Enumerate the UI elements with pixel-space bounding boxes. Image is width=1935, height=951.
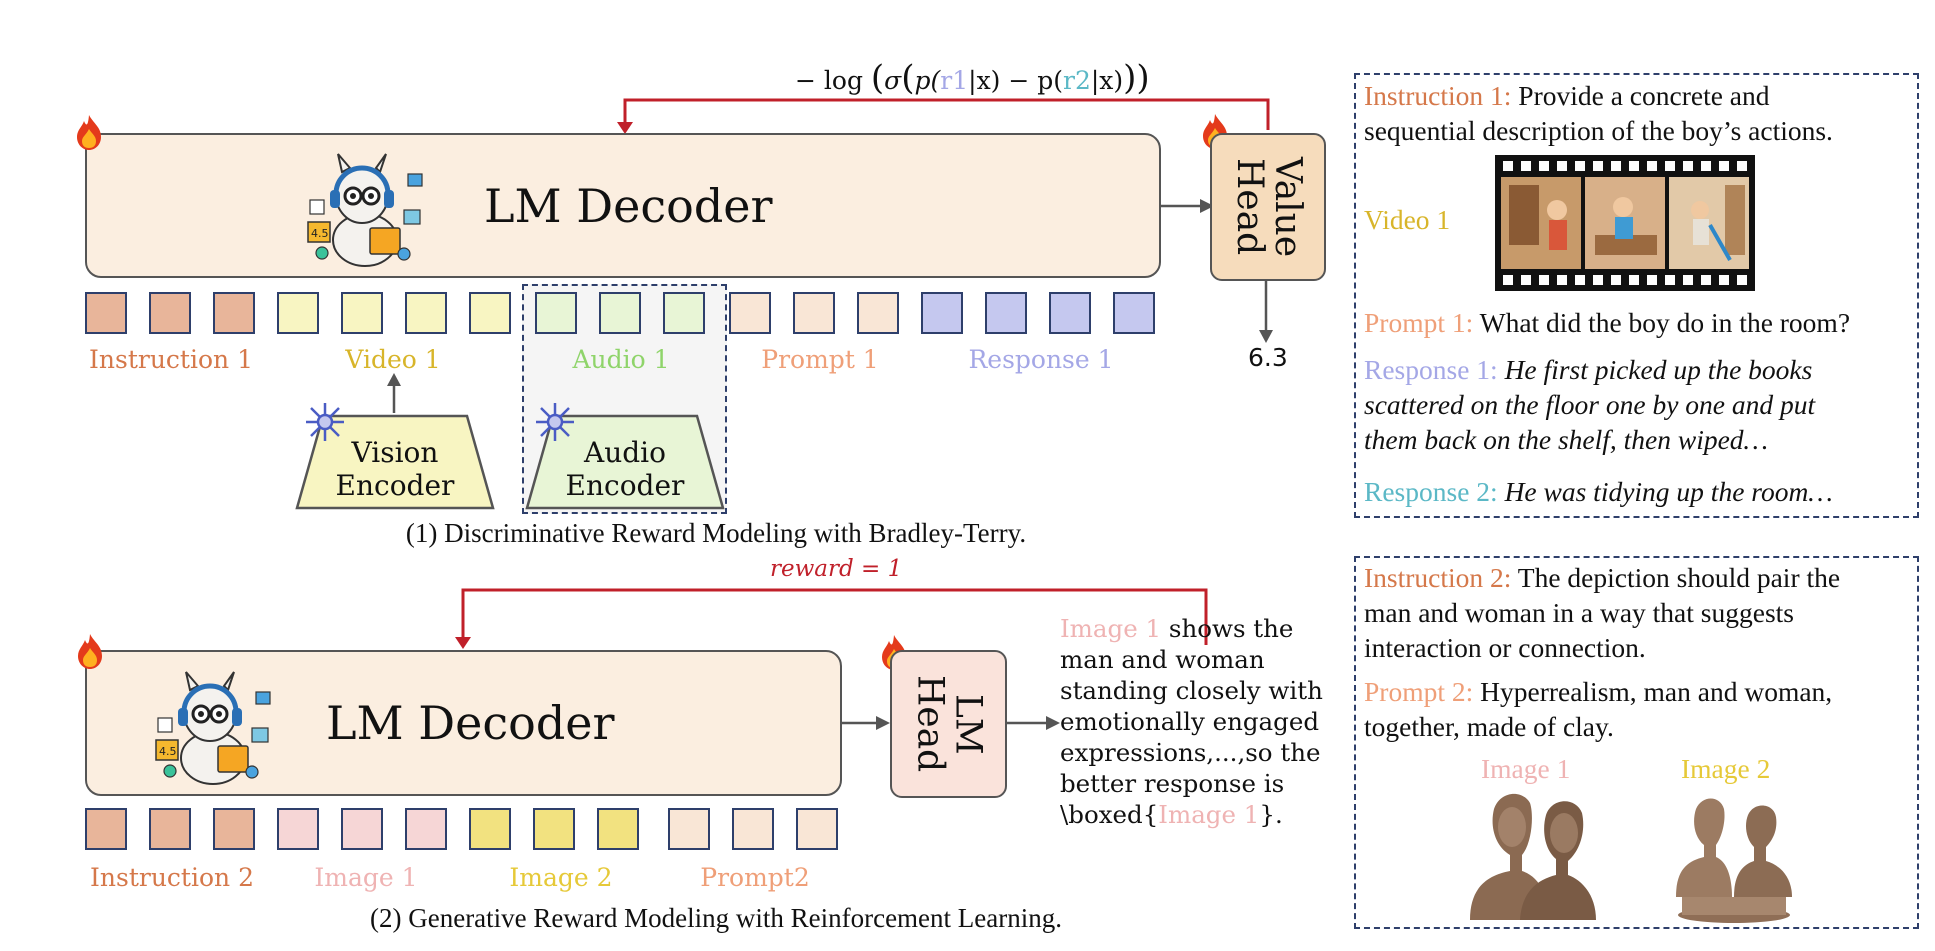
panel2-image1-label: Image 1: [1481, 753, 1571, 784]
prompt-token: [732, 808, 774, 850]
response-token: [1113, 292, 1155, 334]
instruction-token: [85, 808, 127, 850]
panel2-prompt: Prompt 2: Hyperrealism, man and woman, t…: [1364, 676, 1833, 742]
instruction-token: [85, 292, 127, 334]
svg-text:4.5: 4.5: [159, 745, 177, 758]
response-label: Response 1: [968, 345, 1114, 374]
snowflake-icon: [306, 403, 344, 441]
prompt-label: Prompt2: [700, 863, 810, 892]
image1-token: [341, 808, 383, 850]
panel2-instruction: Instruction 2: The depiction should pair…: [1364, 562, 1841, 663]
decoder-title: LM Decoder: [484, 179, 773, 233]
generated-response: Image 1 shows the man and woman standing…: [1060, 614, 1323, 829]
vision-encoder-label: Vision Encoder: [335, 436, 455, 502]
vision-encoder-block: [295, 414, 495, 510]
instruction-label: Instruction 2: [90, 863, 254, 892]
discriminative-caption: (1) Discriminative Reward Modeling with …: [405, 518, 1027, 548]
bradley-terry-loss-formula: − log (σ(p(r1|x) − p(r2|x))): [795, 58, 1150, 98]
panel1-response1: Response 1: He first picked up the books…: [1364, 354, 1816, 455]
video-label: Video 1: [345, 345, 441, 374]
response-token: [985, 292, 1027, 334]
image1-token: [277, 808, 319, 850]
panel1-video-label: Video 1: [1364, 204, 1451, 235]
decoder-title: LM Decoder: [326, 696, 615, 750]
reward-label: reward = 1: [770, 556, 903, 582]
instruction-token: [213, 808, 255, 850]
instruction-token: [149, 808, 191, 850]
panel1-instruction: Instruction 1: Provide a concrete and se…: [1364, 80, 1833, 146]
response-token: [921, 292, 963, 334]
example-panel-video: [1354, 73, 1919, 518]
response-token: [1049, 292, 1091, 334]
example-panel-image: [1354, 556, 1919, 929]
video-token: [405, 292, 447, 334]
panel1-prompt: Prompt 1: What did the boy do in the roo…: [1364, 307, 1851, 338]
panel1-response2: Response 2: He was tidying up the room…: [1364, 476, 1833, 507]
lm-decoder-discriminative: LM Decoder: [85, 133, 1161, 278]
flame-icon: [77, 115, 101, 150]
film-strip-icon: [1495, 155, 1755, 291]
prompt-token: [857, 292, 899, 334]
flame-icon: [78, 634, 102, 669]
image1-token: [405, 808, 447, 850]
prompt-label: Prompt 1: [761, 345, 879, 374]
panel2-image2-label: Image 2: [1681, 753, 1771, 784]
reward-score-output: 6.3: [1248, 343, 1288, 372]
lm-head: LM Head: [890, 650, 1007, 798]
audio-encoder-label: Audio Encoder: [565, 436, 685, 502]
generative-caption: (2) Generative Reward Modeling with Rein…: [369, 903, 1063, 933]
instruction-token: [213, 292, 255, 334]
image2-token: [597, 808, 639, 850]
audio-encoder-block: [525, 414, 725, 510]
image2-label: Image 2: [509, 863, 613, 892]
clay-bust-icon: [1676, 798, 1792, 923]
image1-label: Image 1: [314, 863, 418, 892]
llama-mascot-icon: 4.5: [307, 153, 423, 267]
svg-text:4.5: 4.5: [311, 227, 329, 240]
image2-token: [469, 808, 511, 850]
video-token: [277, 292, 319, 334]
audio-token: [663, 292, 705, 334]
prompt-token: [796, 808, 838, 850]
video-token: [341, 292, 383, 334]
prompt-token: [668, 808, 710, 850]
value-head: Value Head: [1210, 133, 1326, 281]
image2-token: [533, 808, 575, 850]
audio-token: [535, 292, 577, 334]
snowflake-icon: [536, 403, 574, 441]
audio-token: [599, 292, 641, 334]
prompt-token: [793, 292, 835, 334]
audio-label: Audio 1: [572, 345, 670, 374]
video-token: [469, 292, 511, 334]
instruction-label: Instruction 1: [89, 345, 253, 374]
llama-mascot-icon: 4.5: [155, 671, 271, 785]
clay-bust-icon: [1470, 793, 1596, 920]
prompt-token: [729, 292, 771, 334]
instruction-token: [149, 292, 191, 334]
